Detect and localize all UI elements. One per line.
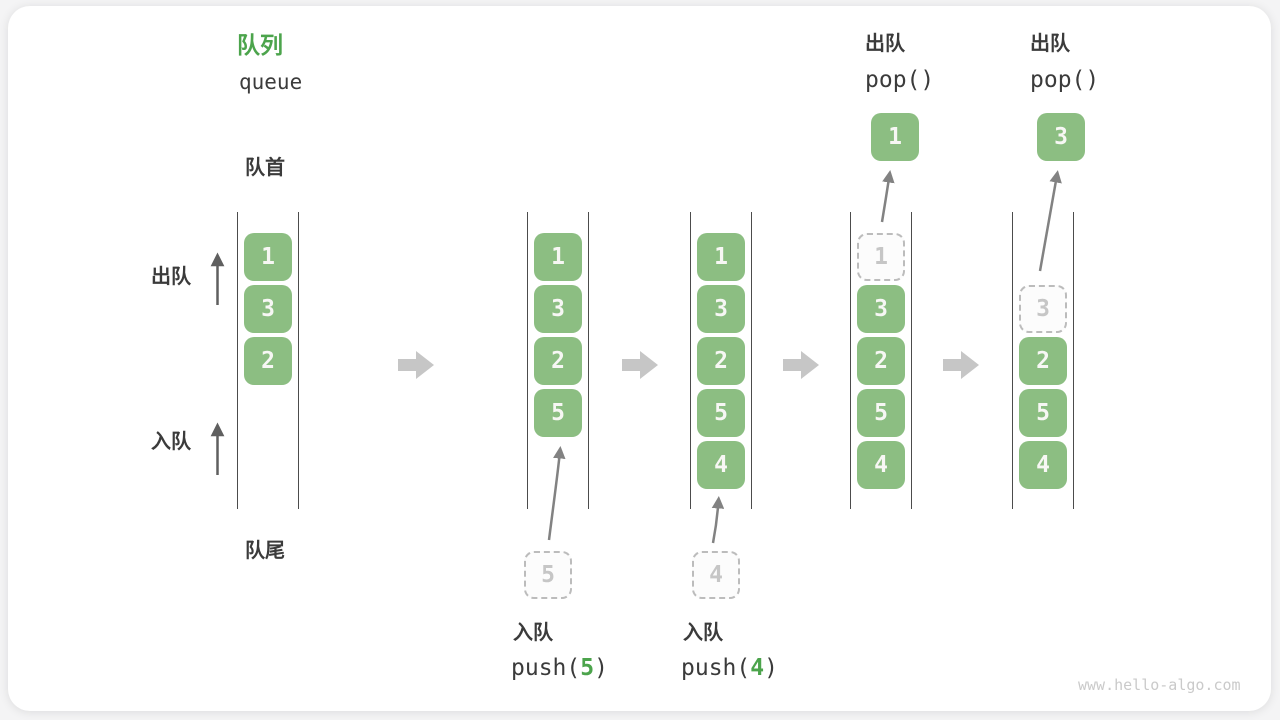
transition-arrow-icon (398, 351, 434, 379)
queue-item: 5 (697, 389, 745, 437)
code-text: push( (681, 655, 751, 681)
queue-item-removed: 1 (857, 233, 905, 281)
queue-item: 3 (857, 285, 905, 333)
code-arg: 4 (750, 655, 765, 681)
queue-item: 3 (697, 285, 745, 333)
queue-item: 2 (857, 337, 905, 385)
queue-item-removed: 3 (1019, 285, 1067, 333)
queue-item: 1 (244, 233, 292, 281)
queue-item: 4 (697, 441, 745, 489)
queue-item: 1 (534, 233, 582, 281)
dequeue-op-code-1: pop() (865, 67, 935, 93)
queue-item: 4 (857, 441, 905, 489)
queue-rear-label: 队尾 (245, 540, 285, 562)
code-text: ) (764, 655, 778, 681)
queue-front-label: 队首 (245, 157, 285, 179)
transition-arrow-icon (943, 351, 979, 379)
enqueue-op-code-1: push(5) (511, 655, 608, 681)
queue-item: 2 (534, 337, 582, 385)
enqueue-direction-label: 入队 (151, 431, 191, 453)
popped-box-1: 1 (871, 113, 919, 161)
queue-item: 2 (697, 337, 745, 385)
code-text: push( (511, 655, 581, 681)
queue-item: 1 (697, 233, 745, 281)
dequeue-op-label-2: 出队 (1030, 33, 1070, 55)
dequeue-direction-label: 出队 (151, 266, 191, 288)
queue-item: 4 (1019, 441, 1067, 489)
enqueue-op-label-2: 入队 (683, 622, 723, 644)
queue-item: 2 (1019, 337, 1067, 385)
figure-title-zh: 队列 (237, 32, 283, 58)
figure-title-en: queue (239, 70, 303, 94)
pending-enqueue-box-4: 4 (692, 551, 740, 599)
code-arg: 5 (580, 655, 595, 681)
dequeue-op-label-1: 出队 (865, 33, 905, 55)
enqueue-op-code-2: push(4) (681, 655, 778, 681)
queue-item: 5 (1019, 389, 1067, 437)
queue-item: 3 (534, 285, 582, 333)
dequeue-op-code-2: pop() (1030, 67, 1100, 93)
popped-box-3: 3 (1037, 113, 1085, 161)
transition-arrow-icon (622, 351, 658, 379)
transition-arrow-icon (783, 351, 819, 379)
watermark: www.hello-algo.com (1078, 676, 1241, 694)
queue-item: 2 (244, 337, 292, 385)
queue-item: 5 (857, 389, 905, 437)
queue-item: 5 (534, 389, 582, 437)
code-text: ) (594, 655, 608, 681)
queue-item: 3 (244, 285, 292, 333)
pending-enqueue-box-5: 5 (524, 551, 572, 599)
enqueue-op-label-1: 入队 (513, 622, 553, 644)
